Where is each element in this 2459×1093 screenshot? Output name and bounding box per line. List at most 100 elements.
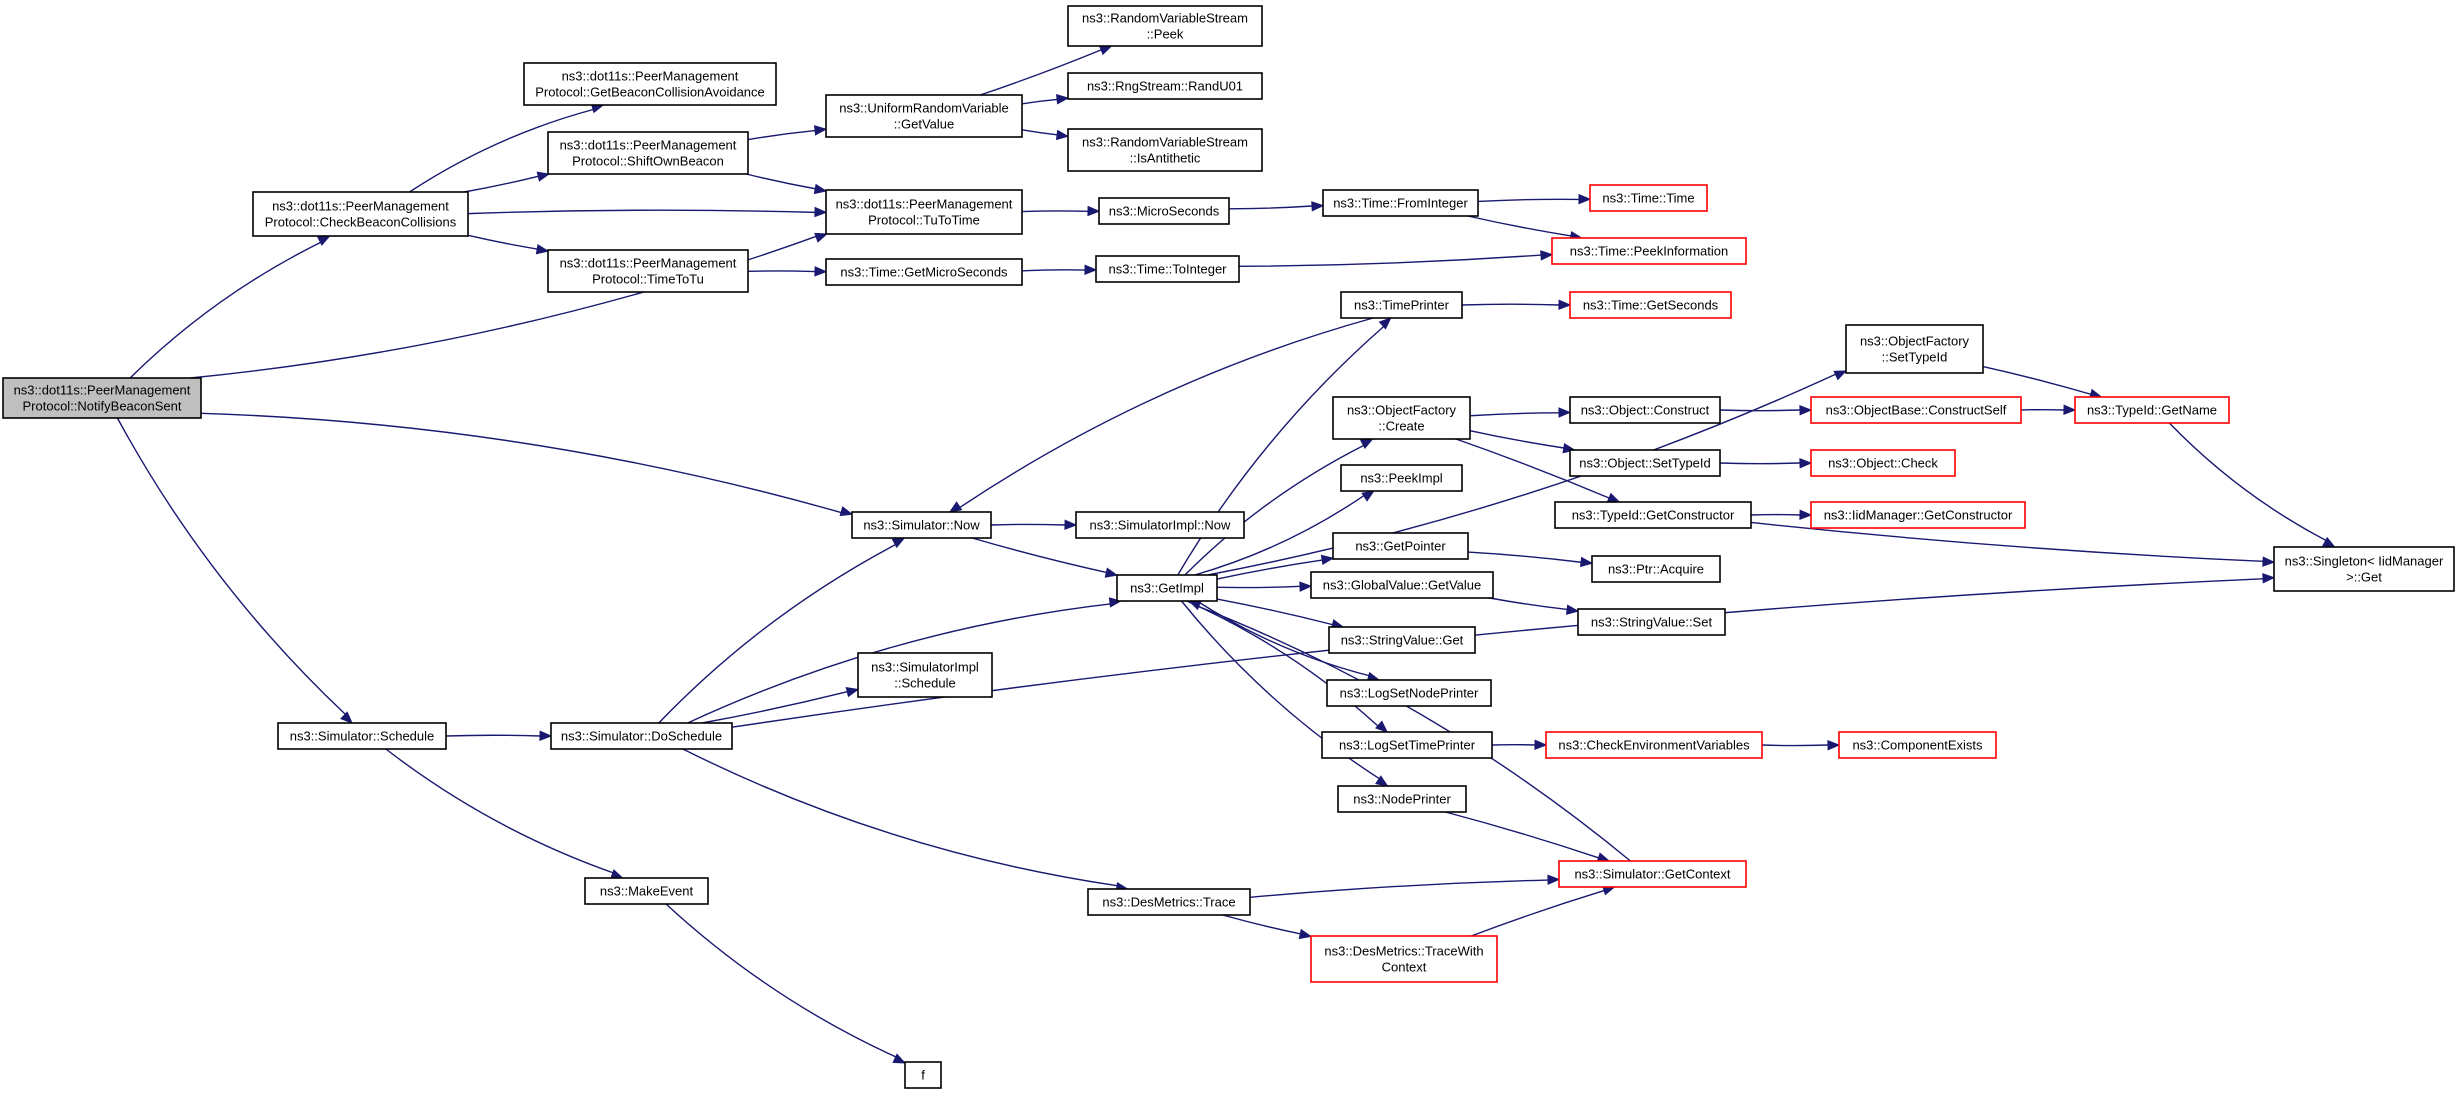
- node-simdoschedule[interactable]: ns3::Simulator::DoSchedule: [550, 722, 733, 750]
- node-box[interactable]: [1326, 679, 1492, 707]
- node-box[interactable]: [252, 191, 469, 237]
- node-box[interactable]: [1322, 189, 1479, 217]
- node-box[interactable]: [1569, 291, 1732, 319]
- node-fromint[interactable]: ns3::Time::FromInteger: [1322, 189, 1479, 217]
- node-iidgetctor[interactable]: ns3::IidManager::GetConstructor: [1810, 501, 2026, 529]
- node-getseconds[interactable]: ns3::Time::GetSeconds: [1569, 291, 1732, 319]
- node-ofcreate[interactable]: ns3::ObjectFactory::Create: [1332, 396, 1471, 440]
- node-box[interactable]: [1810, 396, 2022, 424]
- node-box[interactable]: [2074, 396, 2230, 424]
- node-peekinfo[interactable]: ns3::Time::PeekInformation: [1551, 237, 1747, 265]
- node-typeidgetname[interactable]: ns3::TypeId::GetName: [2074, 396, 2230, 424]
- node-box[interactable]: [1838, 731, 1997, 759]
- node-ofsettype[interactable]: ns3::ObjectFactory::SetTypeId: [1845, 324, 1984, 374]
- node-box[interactable]: [1067, 128, 1263, 172]
- node-logsettime[interactable]: ns3::LogSetTimePrinter: [1321, 731, 1493, 759]
- node-typeidgetctor[interactable]: ns3::TypeId::GetConstructor: [1554, 501, 1752, 529]
- node-objsettypeid[interactable]: ns3::Object::SetTypeId: [1569, 449, 1721, 477]
- node-box[interactable]: [904, 1061, 942, 1089]
- node-simschedule[interactable]: ns3::Simulator::Schedule: [277, 722, 447, 750]
- node-box[interactable]: [1569, 396, 1721, 424]
- node-box[interactable]: [277, 722, 447, 750]
- node-box[interactable]: [2, 377, 202, 419]
- node-box[interactable]: [1087, 888, 1251, 916]
- node-box[interactable]: [1310, 935, 1498, 983]
- node-box[interactable]: [550, 722, 733, 750]
- node-box[interactable]: [851, 511, 992, 539]
- node-microsec[interactable]: ns3::MicroSeconds: [1098, 197, 1230, 225]
- node-box[interactable]: [1095, 255, 1240, 283]
- node-checkcoll[interactable]: ns3::dot11s::PeerManagementProtocol::Che…: [252, 191, 469, 237]
- node-box[interactable]: [1067, 5, 1263, 47]
- node-getcontext[interactable]: ns3::Simulator::GetContext: [1558, 860, 1747, 888]
- node-isanti[interactable]: ns3::RandomVariableStream::IsAntithetic: [1067, 128, 1263, 172]
- node-simimplnow[interactable]: ns3::SimulatorImpl::Now: [1075, 511, 1245, 539]
- node-compexists[interactable]: ns3::ComponentExists: [1838, 731, 1997, 759]
- node-f[interactable]: f: [904, 1061, 942, 1089]
- node-box[interactable]: [1591, 555, 1721, 583]
- node-box[interactable]: [1340, 291, 1463, 319]
- node-nodeprinter[interactable]: ns3::NodePrinter: [1337, 785, 1467, 813]
- node-box[interactable]: [1321, 731, 1493, 759]
- node-tutotime[interactable]: ns3::dot11s::PeerManagementProtocol::TuT…: [825, 189, 1023, 235]
- node-box[interactable]: [1845, 324, 1984, 374]
- node-desmtrace[interactable]: ns3::DesMetrics::Trace: [1087, 888, 1251, 916]
- node-box[interactable]: [2273, 546, 2455, 592]
- node-objbaseconstruct[interactable]: ns3::ObjectBase::ConstructSelf: [1810, 396, 2022, 424]
- node-box[interactable]: [1558, 860, 1747, 888]
- node-box[interactable]: [1337, 785, 1467, 813]
- node-timetotu[interactable]: ns3::dot11s::PeerManagementProtocol::Tim…: [547, 249, 749, 293]
- node-gvgetvalue[interactable]: ns3::GlobalValue::GetValue: [1310, 571, 1494, 599]
- node-uniform[interactable]: ns3::UniformRandomVariable::GetValue: [825, 94, 1023, 138]
- node-notify[interactable]: ns3::dot11s::PeerManagementProtocol::Not…: [2, 377, 202, 419]
- node-timeprinter[interactable]: ns3::TimePrinter: [1340, 291, 1463, 319]
- node-box[interactable]: [1551, 237, 1747, 265]
- node-rvspeek[interactable]: ns3::RandomVariableStream::Peek: [1067, 5, 1263, 47]
- node-checkenv[interactable]: ns3::CheckEnvironmentVariables: [1545, 731, 1763, 759]
- node-box[interactable]: [547, 249, 749, 293]
- node-box[interactable]: [1577, 608, 1726, 636]
- node-box[interactable]: [1328, 626, 1476, 654]
- node-box[interactable]: [1340, 464, 1463, 492]
- node-box[interactable]: [523, 62, 777, 106]
- node-box[interactable]: [1075, 511, 1245, 539]
- node-box[interactable]: [825, 189, 1023, 235]
- node-shiftown[interactable]: ns3::dot11s::PeerManagementProtocol::Shi…: [547, 131, 749, 175]
- node-getavoid[interactable]: ns3::dot11s::PeerManagementProtocol::Get…: [523, 62, 777, 106]
- node-box[interactable]: [825, 258, 1023, 286]
- node-toint[interactable]: ns3::Time::ToInteger: [1095, 255, 1240, 283]
- node-objcheck[interactable]: ns3::Object::Check: [1810, 449, 1956, 477]
- node-box[interactable]: [1310, 571, 1494, 599]
- node-svget[interactable]: ns3::StringValue::Get: [1328, 626, 1476, 654]
- node-ptracquire[interactable]: ns3::Ptr::Acquire: [1591, 555, 1721, 583]
- node-box[interactable]: [1332, 396, 1471, 440]
- node-box[interactable]: [1589, 184, 1708, 212]
- node-box[interactable]: [1116, 574, 1218, 602]
- node-box[interactable]: [547, 131, 749, 175]
- node-randu01[interactable]: ns3::RngStream::RandU01: [1067, 72, 1263, 100]
- node-box[interactable]: [1810, 449, 1956, 477]
- node-box[interactable]: [1332, 532, 1469, 560]
- node-box[interactable]: [1569, 449, 1721, 477]
- node-box[interactable]: [1545, 731, 1763, 759]
- node-logsetnode[interactable]: ns3::LogSetNodePrinter: [1326, 679, 1492, 707]
- node-objconstruct[interactable]: ns3::Object::Construct: [1569, 396, 1721, 424]
- node-box[interactable]: [857, 652, 993, 698]
- node-getpointer[interactable]: ns3::GetPointer: [1332, 532, 1469, 560]
- node-timetime[interactable]: ns3::Time::Time: [1589, 184, 1708, 212]
- node-simnow[interactable]: ns3::Simulator::Now: [851, 511, 992, 539]
- node-makeevent[interactable]: ns3::MakeEvent: [584, 877, 709, 905]
- node-simimplschedule[interactable]: ns3::SimulatorImpl::Schedule: [857, 652, 993, 698]
- node-svset[interactable]: ns3::StringValue::Set: [1577, 608, 1726, 636]
- node-box[interactable]: [825, 94, 1023, 138]
- node-box[interactable]: [584, 877, 709, 905]
- node-box[interactable]: [1554, 501, 1752, 529]
- node-peekimpl[interactable]: ns3::PeekImpl: [1340, 464, 1463, 492]
- node-box[interactable]: [1810, 501, 2026, 529]
- node-getimpl[interactable]: ns3::GetImpl: [1116, 574, 1218, 602]
- node-singleton[interactable]: ns3::Singleton< IidManager>::Get: [2273, 546, 2455, 592]
- node-box[interactable]: [1098, 197, 1230, 225]
- node-box[interactable]: [1067, 72, 1263, 100]
- node-getmicro[interactable]: ns3::Time::GetMicroSeconds: [825, 258, 1023, 286]
